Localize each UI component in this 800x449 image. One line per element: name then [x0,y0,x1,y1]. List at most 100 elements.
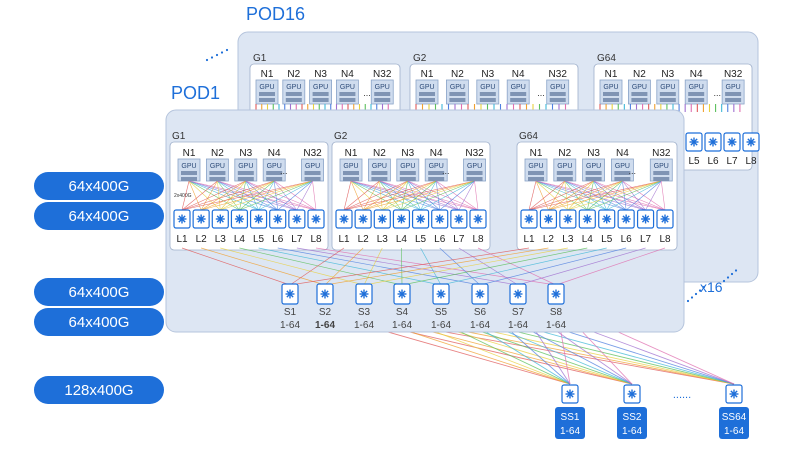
pod16-gpu-box-port-row [339,92,356,96]
pod1-leaf-l2-hub [199,217,203,221]
pod16-leaf-l6-hub [711,140,715,144]
gpu-leaf-link [201,180,313,211]
pod16-leaf-l5 [685,132,703,152]
superspine-ss2 [623,384,641,404]
pod1-leaf-l6 [431,209,449,229]
pod1-leaf-l2-hub [546,217,550,221]
pod16-gpu-box-port-row [419,92,435,96]
pod1-leaf-l2 [354,209,372,229]
pod1-leaf-label: L8 [472,234,484,245]
superspine-ellipsis: ...... [673,389,691,401]
pod1-leaf-l6-hub [276,217,280,221]
pod16-gpu-box-port-row [259,92,275,96]
gpu-leaf-link [535,180,549,211]
pod1-gpu-box-label: GPU [557,163,572,170]
gpu-leaf-link [181,180,218,211]
pod1-leaf-label: L2 [196,234,208,245]
pod16-gpu-box-port-row [339,98,356,102]
gpu-leaf-link [296,180,313,211]
pod1-group-label: G1 [172,131,186,142]
pod16-gpu-box: GPU [721,79,745,105]
pod16-gpu-box-port-row [659,92,676,96]
pod1-node-label: N32 [303,148,322,159]
pod16-leaf-l8-hub [749,140,753,144]
pod1-gpu-box-port-row [556,171,573,175]
bandwidth-pill-4: 64x400G [34,308,164,336]
pod1-leaf-label: L3 [562,234,574,245]
pod1-gpu-box-label: GPU [238,163,253,170]
pod1-leaf-label: L5 [415,234,427,245]
spine-s3 [355,283,373,305]
pod1-leaf-l5-hub [419,217,423,221]
pod1-gpu-leaf-mesh [343,180,479,211]
pod16-gpu-box-port-row [285,98,302,102]
pod1-leaf-l6 [617,209,635,229]
pod16-gpu-box: GPU [309,79,333,105]
gpu-leaf-link [593,180,607,211]
spine-s1 [281,283,299,305]
spine-range-label: 1-64 [508,320,528,331]
pod1-leaf-l5-hub [257,217,261,221]
leaf-spine-link [555,247,666,286]
pod1-gpu-box-label: GPU [372,163,387,170]
gpu-leaf-link [220,180,247,211]
pod16-node-label: N1 [261,69,274,80]
gpu-leaf-link [401,180,409,211]
superspine-range-label: 1-64 [560,426,580,437]
pod16-gpu-box: GPU [445,79,469,105]
leaf-spine-link [458,247,519,286]
superspine-label: SS2 [623,412,642,423]
pod1-leaf-l8 [469,209,487,229]
superspine-range-label: 1-64 [622,426,642,437]
gpu-leaf-link [645,180,662,211]
pod1-leaf-label: L4 [396,234,408,245]
pod1-leaf-label: L3 [377,234,389,245]
gpu-leaf-link [188,180,297,211]
gpu-leaf-link [528,180,662,211]
gpu-leaf-link [548,180,623,211]
pod16-node-label: N4 [341,69,354,80]
spine-range-label: 1-64 [431,320,451,331]
stack-dot [225,48,229,52]
gpu-leaf-link [407,180,421,211]
gpu-leaf-link [474,180,479,211]
spine-label: S5 [435,307,448,318]
pod1-gpu-box-label: GPU [267,163,282,170]
superspine-tag-box [617,407,647,439]
pod1-gpu-box-port-row [428,177,445,181]
pod1-gpu-box-port-row [343,177,359,181]
pod16-gpu-box: GPU [506,79,530,105]
pod1-gpu-box-port-row [343,171,359,175]
pod16-gpu-box-label: GPU [419,84,434,91]
pod16-node-label: N4 [690,69,703,80]
pod1-node-label: N32 [652,148,671,159]
pod16-gpu-box: GPU [255,79,279,105]
pod1-gpu-box: GPU [463,158,486,182]
stack-dot [690,296,694,299]
pod16-gpu-box-label: GPU [375,84,390,91]
pod1-leaf-l7-hub [295,217,299,221]
pod1-gpu-box: GPU [301,158,324,182]
pod16-gpu-box-port-row [479,98,496,102]
stack-dot [205,58,209,62]
gpu-leaf-link [528,180,565,211]
stack-dot [210,56,214,59]
pod16-gpu-box-port-row [419,98,435,102]
pod1-ellipsis: ... [442,166,450,176]
leaf-spine-link [277,247,481,286]
pod1-leaf-label: L6 [272,234,284,245]
pod1-leaf-l5 [411,209,430,229]
pod1-group-label: G2 [334,131,348,142]
gpu-leaf-link [343,180,380,211]
pod16-gpu-box: GPU [282,79,306,105]
gpu-leaf-link [407,180,479,211]
pod16-gpu-box-port-row [725,92,742,96]
gpu-leaf-link [350,180,364,211]
pod-count-dots [686,269,738,303]
leaf-spine-link [239,247,403,286]
pod1-node-label: N3 [401,148,414,159]
